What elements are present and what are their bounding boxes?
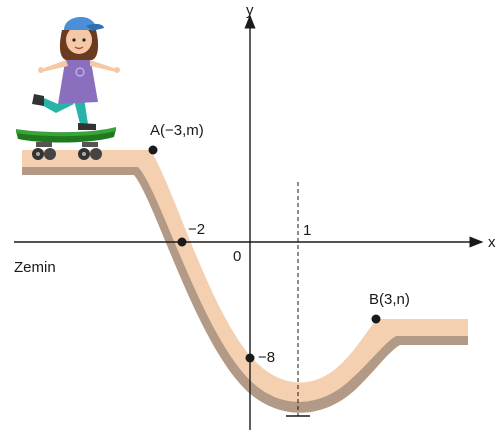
point-minus8 (245, 353, 255, 363)
point-minus8-label: −8 (258, 349, 275, 366)
x-axis-label: x (488, 234, 496, 251)
ramp-surface (22, 150, 468, 402)
girl-skateboarder-icon (16, 16, 120, 160)
ground-label: Zemin (14, 259, 56, 276)
skateboard-top (16, 127, 116, 137)
point-B (371, 314, 381, 324)
girl-leg-front (74, 98, 88, 124)
girl-dress-emblem (75, 67, 85, 77)
point-minus2-label: −2 (188, 221, 205, 238)
point-A (148, 145, 158, 155)
girl-shoe-front (78, 123, 96, 130)
origin-label: 0 (233, 248, 241, 265)
skateboard-truck-rear (36, 142, 52, 147)
point-B-label: B(3,n) (369, 291, 410, 308)
symmetry-x-label: 1 (303, 222, 311, 239)
skateboard-truck-front (82, 142, 98, 147)
skate-ramp (22, 150, 468, 413)
y-axis-label: y (246, 2, 254, 19)
girl-shoe-back (32, 94, 44, 106)
labeled-points: A(−3,m) −2 −8 B(3,n) (148, 122, 410, 366)
axis-of-symmetry: 1 (286, 182, 311, 417)
point-minus2 (177, 237, 187, 247)
girl-cap-brim (86, 23, 104, 31)
wheel-rear-2 (44, 148, 56, 160)
point-A-label: A(−3,m) (150, 122, 204, 139)
girl-arm-right (90, 60, 116, 72)
girl-dress (58, 56, 98, 104)
girl-face (66, 26, 92, 54)
wheel-front-2 (90, 148, 102, 160)
girl-arm-left (42, 60, 68, 72)
